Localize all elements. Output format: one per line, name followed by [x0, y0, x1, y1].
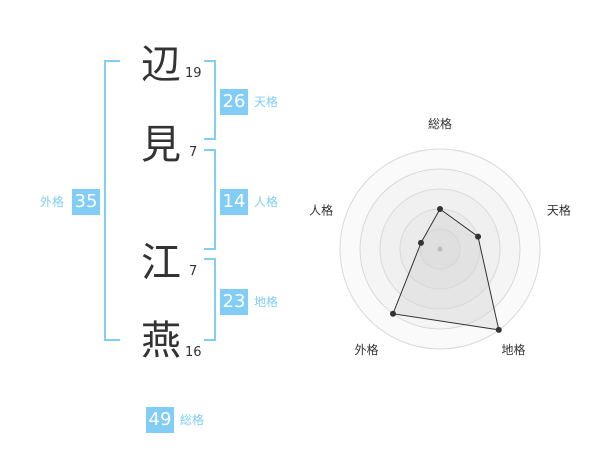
stroke-count-3: 7 — [189, 264, 198, 279]
jinkaku-label: 人格 — [254, 195, 279, 209]
radar-point-1 — [437, 206, 443, 212]
radar-axis-label-4: 外格 — [355, 342, 379, 357]
tenkaku-value: 26 — [220, 89, 248, 115]
stroke-count-4: 16 — [185, 345, 202, 360]
radar-axis-label-5: 人格 — [309, 202, 333, 217]
radar-point-4 — [389, 310, 396, 317]
name-char-4: 燕 — [141, 318, 181, 364]
radar-point-3 — [495, 326, 502, 333]
gaikaku-value: 35 — [72, 189, 100, 215]
tenkaku-bracket — [204, 60, 216, 140]
chikaku-label: 地格 — [254, 295, 279, 309]
stroke-count-2: 7 — [189, 145, 198, 160]
radar-point-2 — [475, 233, 482, 240]
chikaku-value: 23 — [220, 289, 248, 315]
soukaku-label: 総格 — [180, 413, 205, 427]
radar-data-area — [392, 208, 500, 331]
radar-center-dot — [437, 246, 443, 252]
radar-axis-label-1: 総格 — [428, 116, 452, 131]
jinkaku-value: 14 — [220, 189, 248, 215]
soukaku-value: 49 — [146, 407, 174, 433]
stroke-count-1: 19 — [185, 66, 202, 81]
jinkaku-bracket — [204, 149, 216, 250]
tenkaku-label: 天格 — [254, 95, 279, 109]
name-char-1: 辺 — [141, 42, 181, 88]
radar-axis-label-2: 天格 — [547, 202, 571, 217]
gaikaku-bracket — [104, 60, 120, 341]
radar-point-5 — [417, 239, 424, 246]
name-char-3: 江 — [141, 240, 181, 286]
gaikaku-label: 外格 — [40, 195, 65, 209]
name-char-2: 見 — [141, 122, 181, 168]
chikaku-bracket — [204, 258, 216, 341]
radar-axis-label-3: 地格 — [501, 342, 525, 357]
